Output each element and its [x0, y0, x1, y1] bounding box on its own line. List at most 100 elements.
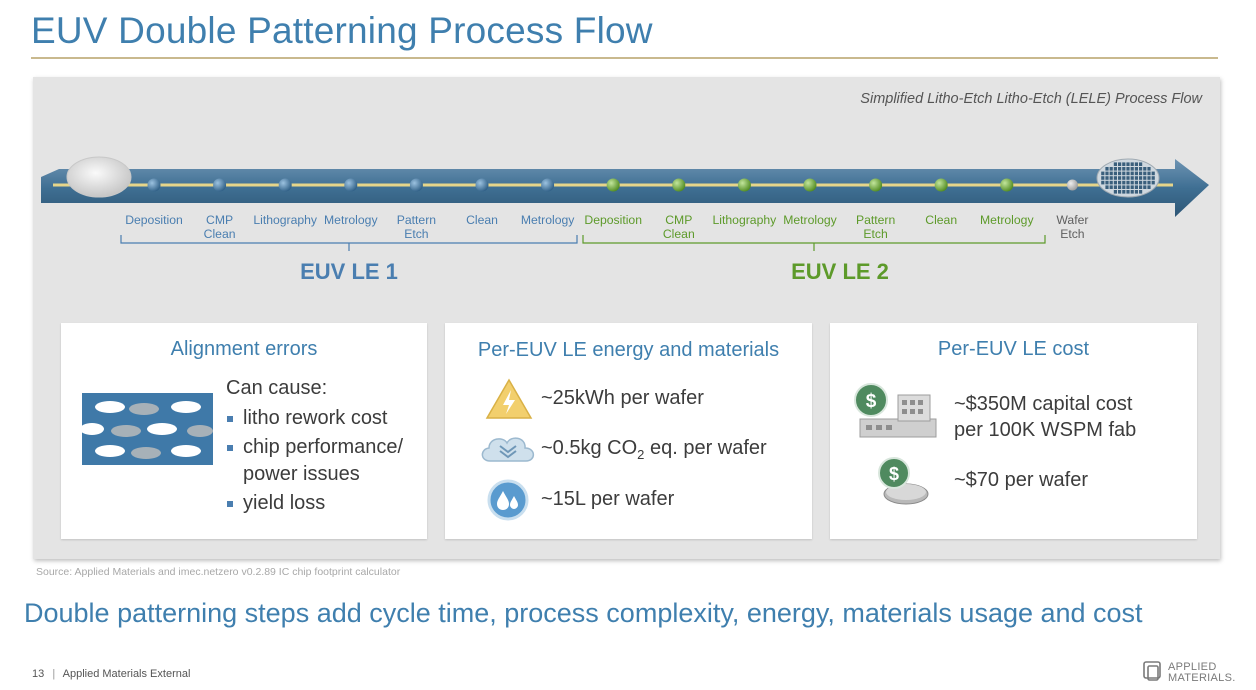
- wafer-die: [1126, 176, 1130, 180]
- step-dot: [737, 178, 751, 192]
- co2-prefix: ~0.5kg CO: [541, 437, 638, 459]
- wafer-die: [1109, 185, 1113, 189]
- wafer-die: [1113, 176, 1117, 180]
- wafer-die: [1109, 180, 1113, 185]
- wafer-die: [1147, 185, 1151, 189]
- wafer-die: [1118, 176, 1122, 180]
- wafer-die: [1122, 176, 1126, 180]
- footer-label: Applied Materials External: [62, 668, 191, 680]
- wafer-die: [1139, 180, 1143, 185]
- title-divider: [31, 57, 1218, 59]
- wafer-die: [1105, 185, 1109, 189]
- wafer-die: [1126, 162, 1130, 166]
- wafer-die: [1130, 167, 1134, 171]
- wafer-die: [1122, 167, 1126, 171]
- wafer-die: [1122, 171, 1126, 176]
- wafer-die: [1118, 185, 1122, 189]
- misaligned-pattern-icon: [82, 393, 213, 465]
- wafer-die: [1122, 180, 1126, 185]
- step-dot: [147, 178, 161, 192]
- euv-le2-label: EUV LE 2: [791, 259, 889, 284]
- process-flow-arrow: [41, 156, 1209, 251]
- step-dot: [934, 178, 948, 192]
- list-item: chip performance/ power issues: [225, 434, 425, 488]
- wafer-die: [1113, 180, 1117, 185]
- wafer-die: [1151, 180, 1155, 185]
- alignment-errors-title: Alignment errors: [170, 338, 318, 360]
- co2-suffix: eq. per wafer: [644, 437, 767, 459]
- list-item: yield loss: [225, 490, 425, 517]
- wafer-die: [1143, 171, 1147, 176]
- wafer-die: [1122, 162, 1126, 166]
- wafer-die: [1113, 167, 1117, 171]
- alignment-errors-card: Alignment errors Can cause: litho rework…: [61, 323, 427, 539]
- wafer-die: [1113, 171, 1117, 176]
- step-dot: [1066, 179, 1078, 191]
- water-value: ~15L per wafer: [541, 488, 675, 510]
- step-label: Clean: [925, 213, 958, 227]
- wafer-die: [1122, 190, 1126, 194]
- capital-cost-line1: ~$350M capital cost: [954, 393, 1133, 415]
- wafer-cost-text: ~$70 per wafer: [954, 469, 1088, 491]
- applied-materials-logo-icon: [1143, 661, 1161, 681]
- wafer-die: [1134, 176, 1138, 180]
- wafer-die: [1147, 180, 1151, 185]
- wafer-die: [1143, 176, 1147, 180]
- energy-warning-icon: [485, 378, 533, 419]
- wafer-die: [1134, 185, 1138, 189]
- wafer-die: [1143, 185, 1147, 189]
- source-note: Source: Applied Materials and imec.netze…: [36, 566, 401, 578]
- step-label: Lithography: [712, 213, 777, 227]
- wafer-die: [1147, 167, 1151, 171]
- step-dot: [344, 178, 358, 192]
- flow-caption: Simplified Litho-Etch Litho-Etch (LELE) …: [860, 91, 1202, 107]
- wafer-die: [1139, 190, 1143, 194]
- cost-title: Per-EUV LE cost: [937, 338, 1090, 360]
- wafer-die: [1109, 176, 1113, 180]
- wafer-die: [1134, 190, 1138, 194]
- step-dot: [475, 178, 489, 192]
- step-label: Lithography: [253, 213, 318, 227]
- wafer-die: [1143, 180, 1147, 185]
- wafer-die: [1139, 171, 1143, 176]
- wafer-die: [1126, 185, 1130, 189]
- step-dot: [869, 178, 883, 192]
- wafer-die: [1130, 185, 1134, 189]
- wafer-die: [1101, 171, 1105, 176]
- step-label: Metrology: [324, 213, 378, 227]
- applied-materials-logo-text: APPLIED MATERIALS.: [1168, 662, 1236, 684]
- page-number: 13: [32, 668, 45, 680]
- wafer-die: [1139, 176, 1143, 180]
- step-label: CMP Clean: [203, 213, 236, 241]
- step-label: Wafer Etch: [1056, 213, 1089, 241]
- takeaway-statement: Double patterning steps add cycle time, …: [24, 598, 1143, 628]
- wafer-die: [1134, 162, 1138, 166]
- cost-card: Per-EUV LE cost $ ~$350M capital cost pe…: [830, 323, 1197, 539]
- wafer-die: [1105, 180, 1109, 185]
- step-dot: [606, 178, 620, 192]
- wafer-die: [1139, 167, 1143, 171]
- step-label: Metrology: [980, 213, 1034, 227]
- step-label: Clean: [466, 213, 498, 227]
- step-label: Metrology: [520, 213, 575, 227]
- logo-line1: APPLIED: [1168, 661, 1217, 673]
- wafer-die: [1147, 171, 1151, 176]
- co2-value: ~0.5kg CO2 eq. per wafer: [541, 435, 767, 468]
- energy-value: ~25kWh per wafer: [541, 387, 704, 409]
- step-dot: [541, 178, 555, 192]
- wafer-cost-icon: $: [878, 457, 929, 505]
- wafer-die: [1118, 180, 1122, 185]
- step-dot: [213, 178, 227, 192]
- wafer-die: [1151, 171, 1155, 176]
- wafer-die: [1130, 190, 1134, 194]
- capital-cost-line2: per 100K WSPM fab: [954, 419, 1137, 441]
- start-wafer-icon: [66, 156, 132, 198]
- wafer-die: [1118, 190, 1122, 194]
- wafer-die: [1105, 171, 1109, 176]
- wafer-die: [1143, 167, 1147, 171]
- water-drop-icon: [487, 479, 529, 521]
- svg-text:$: $: [866, 391, 877, 412]
- wafer-die: [1147, 176, 1151, 180]
- svg-text:$: $: [889, 464, 899, 484]
- wafer-die: [1139, 162, 1143, 166]
